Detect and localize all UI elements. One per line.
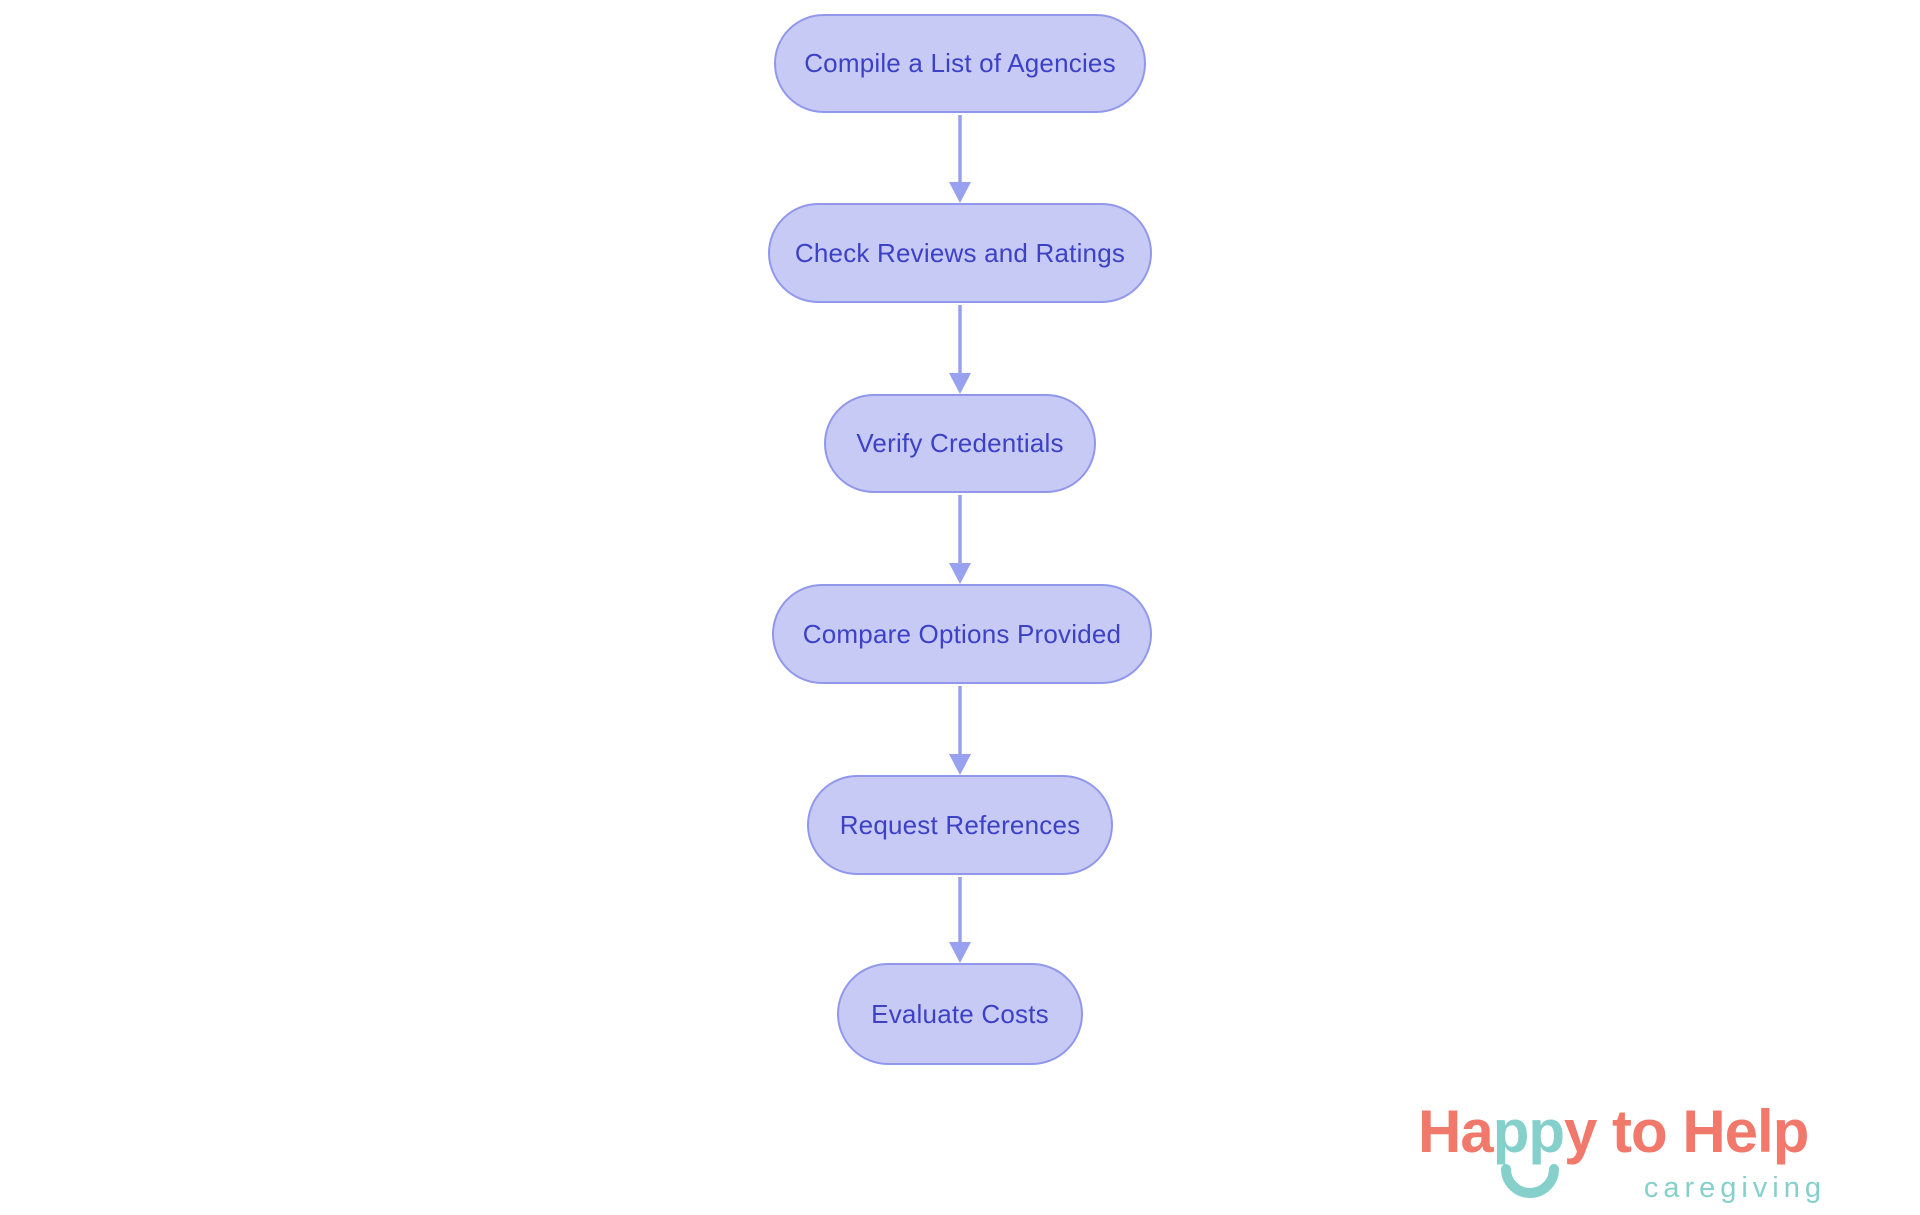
flow-node-label: Compile a List of Agencies [804,48,1116,78]
flow-node-label: Compare Options Provided [802,618,1122,649]
flow-node-verify-credentials: Verify Credentials [824,394,1096,493]
flow-node-request-references: Request References [807,775,1113,875]
flow-node-compare-options: Compare Options Provided [772,584,1152,684]
flow-arrow [949,305,971,394]
flow-node-check-reviews: Check Reviews and Ratings [768,203,1152,303]
flow-node-label: Evaluate Costs [871,998,1049,1029]
flow-arrow [949,686,971,775]
flow-node-label: Request References [839,809,1081,840]
logo-text-end: y to Help [1564,1098,1809,1165]
smile-icon [1500,1164,1559,1198]
flow-node-evaluate-costs: Evaluate Costs [837,963,1083,1065]
flow-arrow [949,115,971,203]
flow-arrow [949,877,971,963]
logo-text-mid: pp [1492,1098,1565,1165]
flow-arrow [949,495,971,584]
flow-node-compile-list: Compile a List of Agencies [774,14,1146,113]
flow-node-label: Verify Credentials [856,428,1064,458]
logo-text-start: Ha [1418,1098,1494,1165]
brand-logo-tagline: caregiving [1643,1172,1826,1204]
flow-node-label: Check Reviews and Ratings [794,237,1126,268]
